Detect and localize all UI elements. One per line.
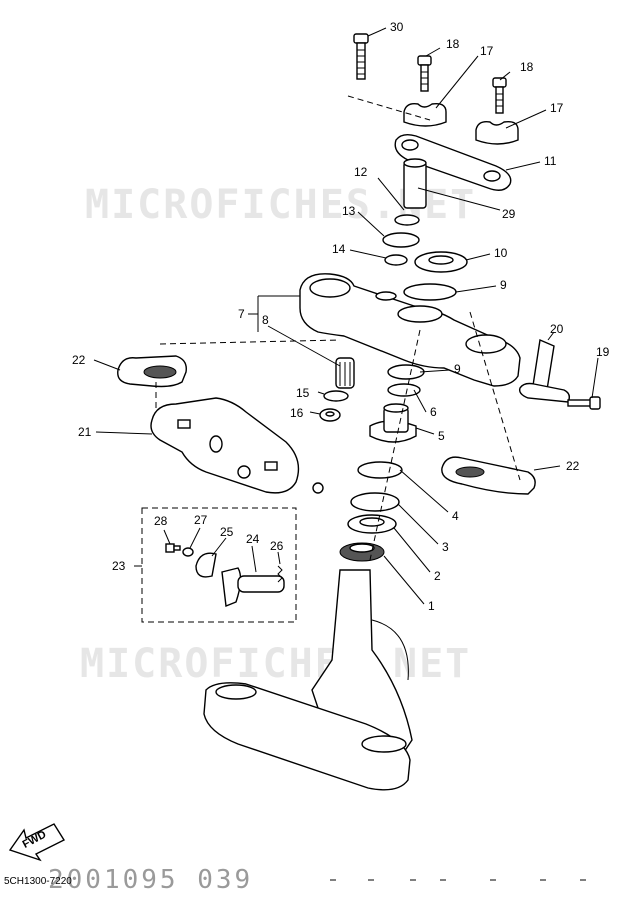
bushing-5 (369, 403, 417, 443)
callout-26: 26 (270, 539, 284, 553)
bearing-1 (339, 542, 385, 562)
callout-10: 10 (494, 246, 508, 260)
washer-13 (382, 232, 420, 248)
drawing-number: 2001095 039 (48, 865, 253, 895)
callout-17-right: 17 (550, 101, 564, 115)
washer-15 (323, 390, 349, 402)
callout-8: 8 (262, 313, 269, 327)
bolt-30 (353, 33, 369, 80)
callout-13: 13 (342, 204, 356, 218)
callout-1: 1 (428, 599, 435, 613)
washer-27 (182, 547, 194, 557)
callout-11: 11 (544, 154, 557, 168)
callout-23: 23 (112, 559, 126, 573)
callout-24: 24 (246, 532, 260, 546)
bolt-19 (567, 396, 601, 410)
upper-bracket-7 (299, 273, 521, 387)
spring-26 (277, 565, 283, 583)
callout-19: 19 (596, 345, 610, 359)
callout-12: 12 (354, 165, 368, 179)
callout-18-left: 18 (446, 37, 460, 51)
lower-handlebar-holder-11 (394, 133, 512, 191)
callout-25: 25 (220, 525, 234, 539)
leader-lines (93, 27, 599, 605)
lower-bracket-stem (203, 569, 413, 791)
callout-22-right: 22 (566, 459, 580, 473)
bolt-18-right (492, 77, 507, 114)
watermark-bottom: MICROFICHES.NET (80, 641, 471, 687)
washer-14 (384, 254, 408, 266)
washer-6 (387, 383, 421, 397)
callout-2: 2 (434, 569, 441, 583)
callout-27: 27 (194, 513, 208, 527)
bracket-21 (150, 397, 324, 494)
bracket-22-right (441, 456, 536, 495)
callout-28: 28 (154, 514, 168, 528)
ring-nut-4 (357, 461, 403, 479)
nut-10 (414, 251, 468, 273)
callout-29: 29 (502, 207, 516, 221)
callout-21: 21 (78, 425, 92, 439)
collar-29 (403, 158, 427, 209)
callout-9-upper: 9 (500, 278, 507, 292)
bracket-20 (518, 339, 571, 403)
washer-9-upper (403, 283, 457, 301)
washer-9-lower (387, 364, 425, 380)
callouts: 30 18 18 17 17 11 12 29 13 14 10 9 7 8 2… (72, 20, 610, 613)
plate-25 (195, 552, 217, 578)
callout-17-left: 17 (480, 44, 494, 58)
washer-3 (350, 492, 400, 512)
callout-15: 15 (296, 386, 310, 400)
drawing-code: 5CH1300-7220 (4, 876, 72, 887)
callout-22-left: 22 (72, 353, 86, 367)
screw-28 (165, 543, 181, 553)
callout-7: 7 (238, 307, 245, 321)
nut-16 (319, 408, 341, 422)
callout-5: 5 (438, 429, 445, 443)
bracket-22-left (117, 355, 187, 388)
callout-4: 4 (452, 509, 459, 523)
fwd-arrow: FWD (8, 823, 66, 862)
callout-6: 6 (430, 405, 437, 419)
callout-9-lower: 9 (454, 362, 461, 376)
callout-30: 30 (390, 20, 404, 34)
kit-23-box (141, 507, 297, 623)
race-2 (347, 514, 397, 534)
callout-3: 3 (442, 540, 449, 554)
callout-14: 14 (332, 242, 346, 256)
handlebar-holder-17-left (403, 102, 447, 127)
callout-20: 20 (550, 322, 564, 336)
washer-12 (394, 214, 420, 226)
collar-8 (335, 357, 355, 389)
bolt-18-left (417, 55, 432, 92)
callout-18-right: 18 (520, 60, 534, 74)
lock-24 (221, 567, 285, 607)
callout-16: 16 (290, 406, 304, 420)
